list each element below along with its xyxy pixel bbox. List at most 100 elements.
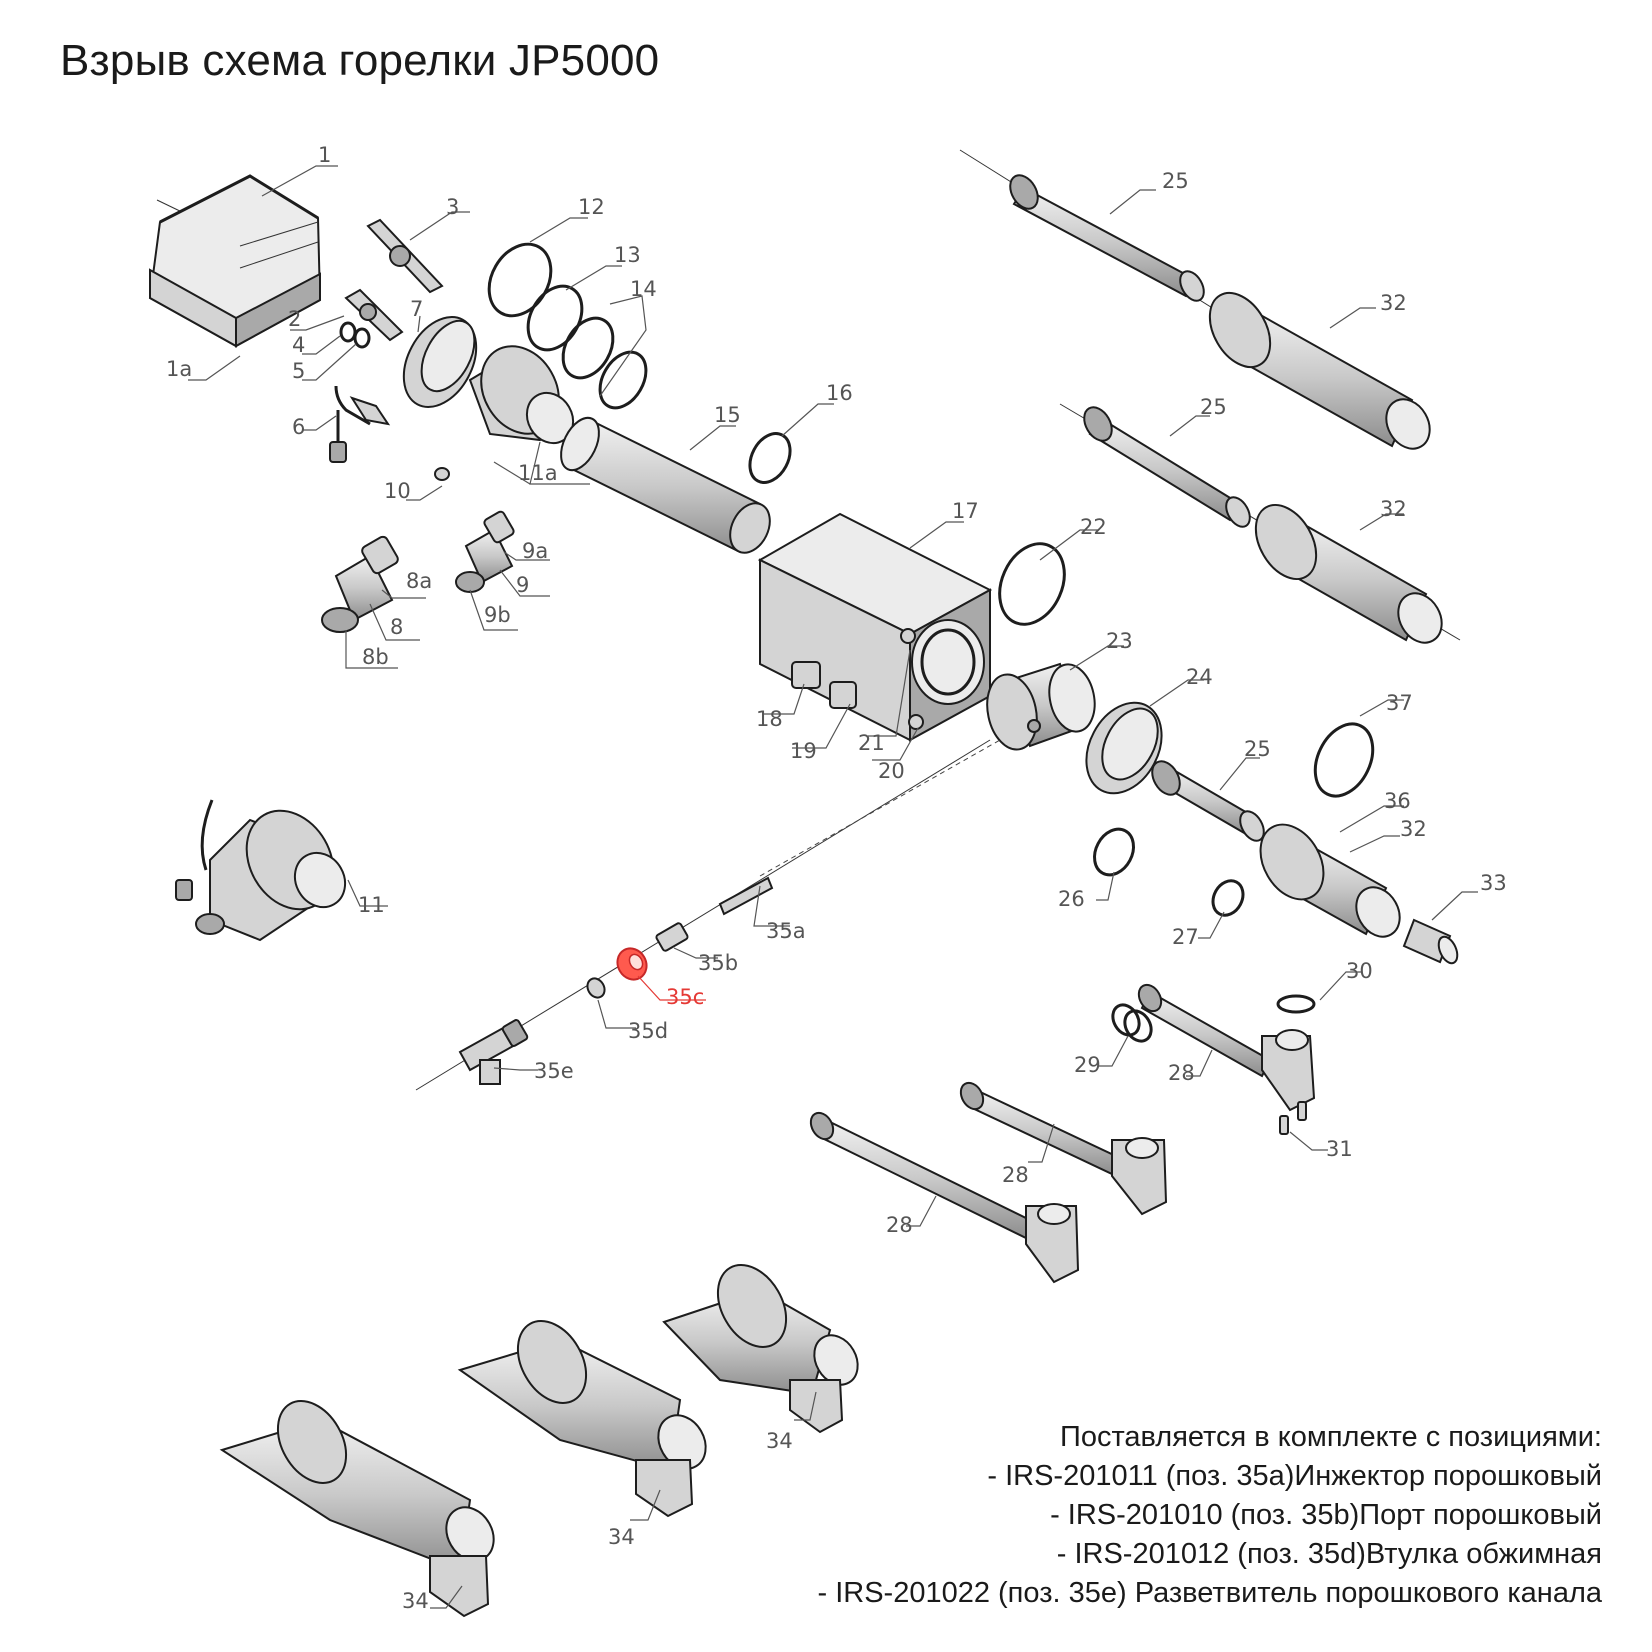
part-3-spark-plug (366, 218, 444, 294)
part-31-screws (1279, 1101, 1307, 1135)
part-28-elbow-c (809, 1111, 1080, 1284)
label-35c: 35c (666, 985, 704, 1009)
part-19-fitting (829, 681, 857, 709)
part-13-o-ring (526, 284, 584, 352)
part-32-barrel-mid (1254, 504, 1443, 644)
label-25-low: 25 (1244, 737, 1271, 761)
label-6: 6 (292, 415, 305, 439)
label-32-low: 32 (1400, 817, 1427, 841)
part-16-o-ring (748, 432, 792, 484)
part-4-5-o-rings (339, 321, 371, 349)
label-32-top: 32 (1380, 291, 1407, 315)
label-30: 30 (1346, 959, 1373, 983)
label-9: 9 (516, 573, 529, 597)
part-23-nozzle-insert (986, 662, 1096, 751)
part-32-barrel-top (1208, 292, 1431, 450)
part-35-powder-line (415, 739, 1001, 1091)
label-36: 36 (1384, 789, 1411, 813)
label-21: 21 (858, 731, 885, 755)
part-35d-ferrule (586, 977, 606, 999)
label-5: 5 (292, 359, 305, 383)
label-12: 12 (578, 195, 605, 219)
label-29: 29 (1074, 1053, 1101, 1077)
label-8a: 8a (406, 569, 432, 593)
note-item: - IRS-201011 (поз. 35а)Инжектор порошков… (987, 1460, 1602, 1492)
label-32-mid: 32 (1380, 497, 1407, 521)
label-19: 19 (790, 739, 817, 763)
part-30-o-ring (1276, 994, 1316, 1014)
note-item: - IRS-201012 (поз. 35d)Втулка обжимная (1056, 1538, 1602, 1570)
part-14-o-ring-a (561, 316, 615, 380)
label-23: 23 (1106, 629, 1133, 653)
supply-note: Поставляется в комплекте с позициями: - … (817, 1418, 1602, 1613)
label-3: 3 (446, 195, 459, 219)
label-13: 13 (614, 243, 641, 267)
part-8-valve (321, 535, 399, 633)
label-22: 22 (1080, 515, 1107, 539)
label-37: 37 (1386, 691, 1413, 715)
part-33-nozzle-tip (1402, 918, 1459, 965)
label-18: 18 (756, 707, 783, 731)
part-1-cover (148, 174, 322, 348)
label-35e: 35e (534, 1059, 574, 1083)
label-24: 24 (1186, 665, 1213, 689)
label-28-a: 28 (1168, 1061, 1195, 1085)
label-14: 14 (630, 277, 657, 301)
note-heading: Поставляется в комплекте с позициями: (1059, 1421, 1602, 1453)
position-labels: 1 1a 2 3 4 5 6 7 8 8a 8b 9 9a 9b 10 11 1… (166, 143, 1507, 1613)
part-20-bolt (908, 714, 924, 730)
part-18-fitting (791, 661, 821, 689)
label-1: 1 (318, 143, 331, 167)
part-11-assembly (175, 799, 347, 942)
label-8b: 8b (362, 645, 389, 669)
part-14-o-ring-b (598, 350, 648, 410)
part-6-cable-connector (329, 385, 391, 463)
note-item: - IRS-201022 (поз. 35e) Разветвитель пор… (817, 1577, 1602, 1609)
part-21-bolt (900, 628, 916, 644)
note-item: - IRS-201010 (поз. 35b)Порт порошковый (1050, 1499, 1602, 1531)
label-8: 8 (390, 615, 403, 639)
label-34-b: 34 (608, 1525, 635, 1549)
part-28-elbow-a (1137, 983, 1316, 1112)
label-26: 26 (1058, 887, 1085, 911)
leader-lines (188, 165, 1478, 1609)
part-35b-port (655, 922, 689, 952)
label-31: 31 (1326, 1137, 1353, 1161)
part-35c-nut (616, 947, 648, 981)
part-34-assembly-a (662, 1264, 859, 1434)
part-11a-head-assembly (468, 345, 575, 445)
part-26-o-ring (1093, 827, 1135, 877)
label-20: 20 (878, 759, 905, 783)
part-22-o-ring (998, 542, 1066, 626)
part-7-ring-nut (402, 316, 478, 408)
part-24-ring (1085, 701, 1163, 795)
label-9a: 9a (522, 539, 548, 563)
part-9-valve (455, 510, 515, 593)
label-34-a: 34 (766, 1429, 793, 1453)
part-10-pin (434, 467, 450, 481)
label-1a: 1a (166, 357, 192, 381)
label-11a: 11a (518, 461, 558, 485)
label-17: 17 (952, 499, 979, 523)
label-16: 16 (826, 381, 853, 405)
part-27-o-ring (1211, 879, 1245, 917)
label-34-c: 34 (402, 1589, 429, 1613)
part-35a-injector (718, 876, 774, 916)
page-title: Взрыв схема горелки JP5000 (60, 36, 660, 85)
label-11: 11 (358, 893, 385, 917)
part-17-body-block (757, 512, 993, 742)
label-25-top: 25 (1162, 169, 1189, 193)
part-25-tube-low (1151, 760, 1265, 842)
label-35d: 35d (628, 1019, 668, 1043)
label-7: 7 (410, 297, 423, 321)
label-25-mid: 25 (1200, 395, 1227, 419)
part-15-combustion-sleeve (560, 416, 771, 554)
part-34-assembly-b (457, 1320, 707, 1518)
part-29-seal-rings (1111, 1003, 1153, 1043)
label-9b: 9b (484, 603, 511, 627)
label-2: 2 (288, 307, 301, 331)
part-34-assembly-c (219, 1400, 495, 1618)
label-10: 10 (384, 479, 411, 503)
label-35b: 35b (698, 951, 738, 975)
